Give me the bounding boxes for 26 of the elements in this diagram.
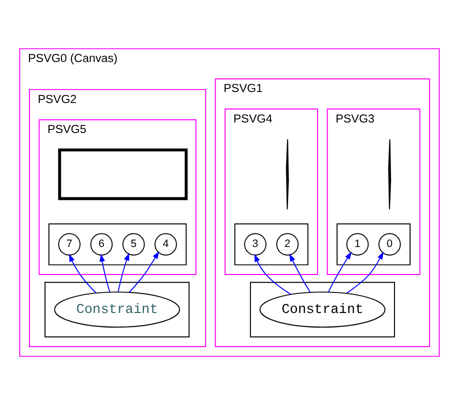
arrow xyxy=(328,251,352,292)
node-ellipse: Constraint xyxy=(260,291,386,328)
node-box xyxy=(58,148,188,200)
node-circle: 5 xyxy=(122,232,145,256)
node-circle: 1 xyxy=(346,232,369,256)
cluster xyxy=(48,222,187,265)
arrow xyxy=(128,250,160,292)
cluster xyxy=(250,281,395,337)
node-line xyxy=(388,138,392,210)
arrow xyxy=(289,253,311,292)
arrow xyxy=(100,253,110,292)
node-line xyxy=(286,138,289,210)
arrow xyxy=(254,253,292,294)
arrow xyxy=(68,253,96,293)
node-ellipse: Constraint xyxy=(54,291,180,328)
cluster xyxy=(336,222,411,265)
cluster xyxy=(44,281,190,337)
node-circle: 6 xyxy=(90,232,113,256)
node-circle: 0 xyxy=(378,232,401,256)
cluster xyxy=(234,222,308,265)
node-circle: 2 xyxy=(276,232,299,256)
node-circle: 3 xyxy=(244,232,266,256)
arrow xyxy=(346,251,384,294)
arrow xyxy=(118,252,130,292)
node-circle: 7 xyxy=(58,232,81,256)
node-circle: 4 xyxy=(154,232,177,256)
